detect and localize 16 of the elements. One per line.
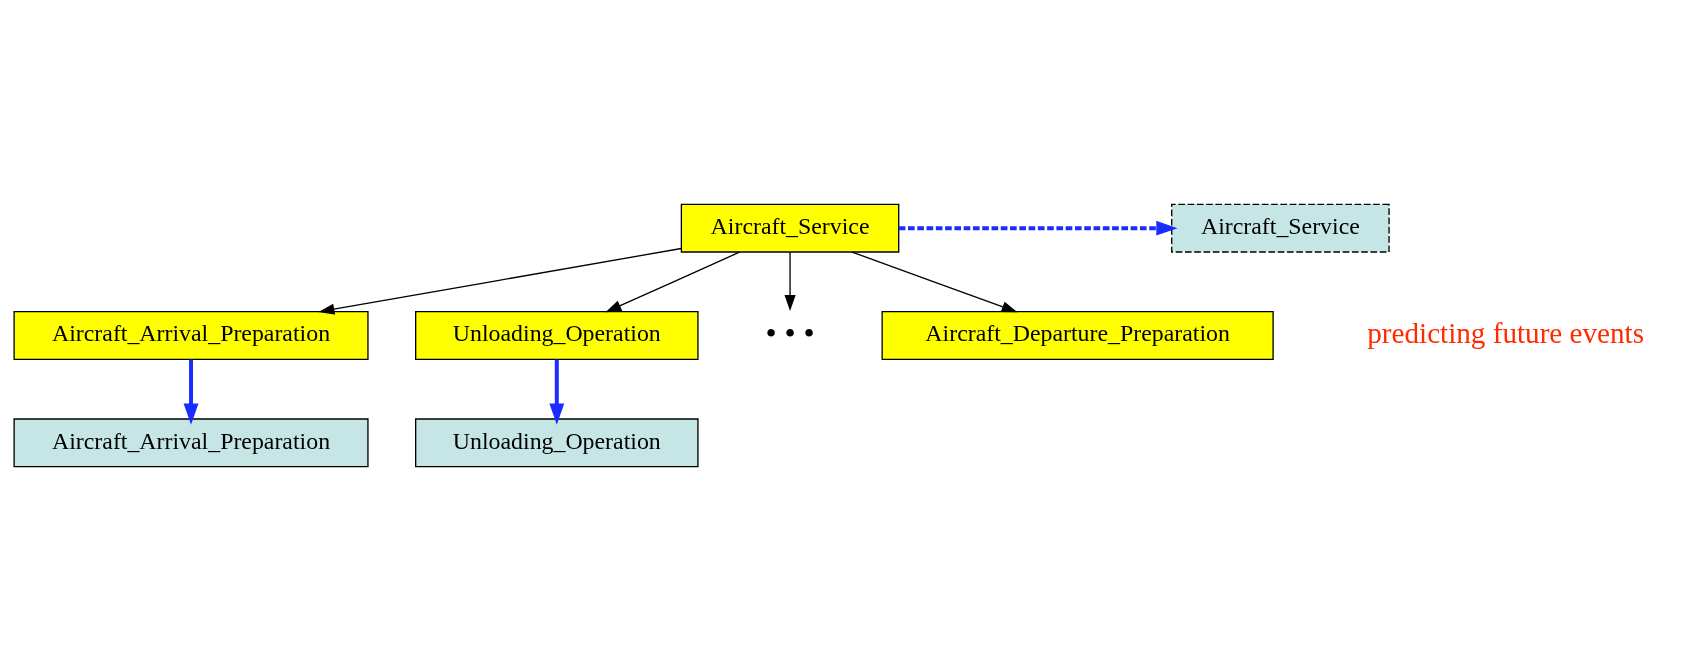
node-box: Aircraft_Service	[1171, 203, 1390, 253]
arrow	[183, 359, 199, 425]
node-box: Unloading_Operation	[415, 310, 699, 360]
arrow	[898, 220, 1178, 236]
arrow	[784, 251, 796, 311]
node-box: Aircraft_Arrival_Preparation	[13, 310, 369, 360]
arrow	[605, 251, 741, 312]
node-box: Aircraft_Arrival_Preparation	[13, 417, 369, 467]
node-box: Aircraft_Departure_Preparation	[881, 310, 1274, 360]
arrow	[549, 359, 565, 425]
node-box: Unloading_Operation	[415, 417, 699, 467]
arrow	[851, 250, 1018, 312]
arrow	[318, 247, 682, 315]
node-text: • • •	[765, 315, 815, 351]
label: predicting future events	[1367, 316, 1645, 349]
node-box: Aircraft_Service	[680, 203, 900, 253]
